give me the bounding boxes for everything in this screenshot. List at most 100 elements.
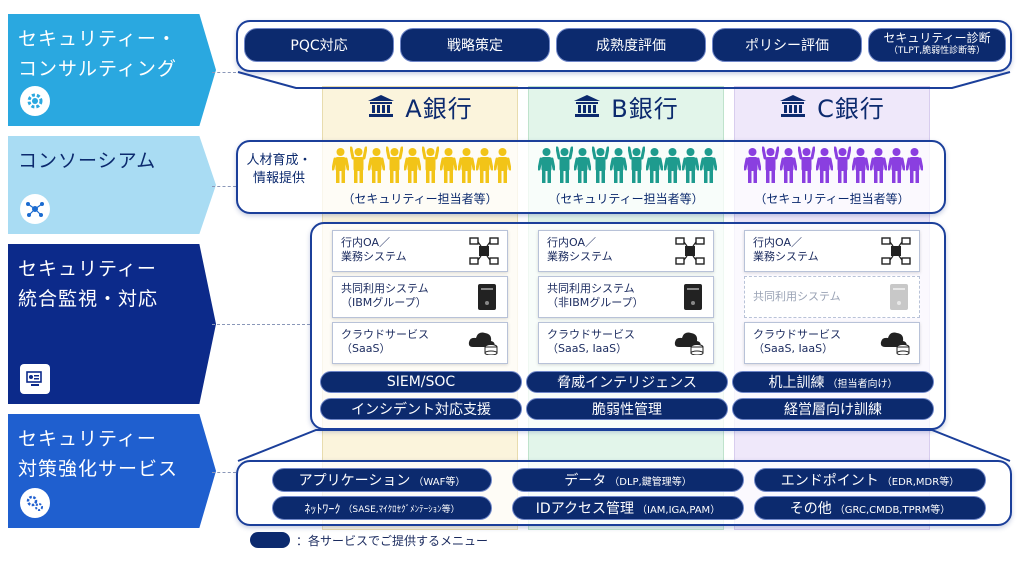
system-box-shared-unused: 共同利用システム	[744, 276, 920, 318]
network-computer-icon	[469, 237, 499, 265]
person-icon	[906, 148, 923, 183]
person-icon	[816, 148, 833, 183]
network-computer-icon	[881, 237, 911, 265]
person-icon	[700, 148, 717, 183]
monitoring-pill-tabletop[interactable]: 机上訓練（担当者向け）	[732, 371, 934, 393]
legend-pill-swatch	[250, 532, 290, 548]
monitoring-pill-vuln-mgmt[interactable]: 脆弱性管理	[526, 398, 728, 420]
network-computer-icon	[675, 237, 705, 265]
person-icon	[538, 148, 555, 183]
monitor-user-icon	[20, 364, 50, 394]
consulting-pill-policy[interactable]: ポリシー評価	[712, 28, 862, 62]
person-icon	[574, 148, 591, 183]
bank-building-icon	[574, 95, 601, 117]
gears-icon	[20, 488, 50, 518]
section-label-line: セキュリティー	[18, 428, 157, 450]
legend-text: ：各サービスでご提供するメニュー	[296, 534, 489, 548]
people-caption-b: （セキュリティー担当者等）	[548, 192, 704, 206]
person-icon	[870, 148, 887, 183]
section-label-line: コンサルティング	[18, 58, 177, 80]
section-label-line: セキュリティー・	[18, 28, 177, 50]
monitoring-pill-exec-training[interactable]: 経営層向け訓練	[732, 398, 934, 420]
connector-line	[212, 324, 310, 325]
server-icon	[684, 284, 702, 310]
bank-name: C銀行	[817, 94, 885, 123]
down-arrow-shape	[237, 71, 1011, 89]
services-pill-other[interactable]: その他（GRC,CMDB,TPRM等）	[754, 496, 986, 520]
services-pill-endpoint[interactable]: エンドポイント（EDR,MDR等）	[754, 468, 986, 492]
person-icon	[386, 146, 403, 183]
connector-line	[212, 72, 236, 73]
consulting-pill-diagnosis[interactable]: セキュリティー診断 （TLPT,脆弱性診断等）	[868, 28, 1006, 62]
person-icon	[592, 146, 609, 183]
people-group-a	[332, 146, 511, 184]
consulting-pill-maturity[interactable]: 成熟度評価	[556, 28, 706, 62]
server-icon	[478, 284, 496, 310]
up-arrow-shape	[237, 429, 1011, 462]
section-label-services: セキュリティー 対策強化サービス	[8, 414, 216, 528]
system-box-office: 行内OA／業務システム	[332, 230, 508, 272]
monitoring-pill-incident[interactable]: インシデント対応支援	[320, 398, 522, 420]
person-icon	[610, 148, 627, 183]
section-label-monitoring: セキュリティー 統合監視・対応	[8, 244, 216, 404]
system-box-cloud: クラウドサービス（SaaS, IaaS）	[744, 322, 920, 364]
network-nodes-icon	[20, 194, 50, 224]
system-box-shared: 共同利用システム（IBMグループ）	[332, 276, 508, 318]
server-icon	[890, 284, 908, 310]
consulting-pill-pqc[interactable]: PQC対応	[244, 28, 394, 62]
bank-header-a: A銀行	[322, 86, 518, 126]
connector-line	[212, 472, 236, 473]
person-icon	[332, 148, 349, 183]
section-label-line: コンソーシアム	[18, 150, 157, 172]
system-box-cloud: クラウドサービス（SaaS）	[332, 322, 508, 364]
section-label-consortium: コンソーシアム	[8, 136, 216, 234]
connector-line	[212, 186, 236, 187]
bank-building-icon	[780, 95, 807, 117]
system-box-shared: 共同利用システム（非IBMグループ）	[538, 276, 714, 318]
monitoring-pill-siem-soc[interactable]: SIEM/SOC	[320, 371, 522, 393]
gear-cog-icon	[20, 86, 50, 116]
person-icon	[798, 146, 815, 183]
system-box-office: 行内OA／業務システム	[538, 230, 714, 272]
services-pill-application[interactable]: アプリケーション（WAF等）	[272, 468, 492, 492]
people-group-c	[744, 146, 923, 184]
person-icon	[646, 148, 663, 183]
services-pill-id-access[interactable]: IDアクセス管理（IAM,IGA,PAM）	[512, 496, 744, 520]
services-pill-network[interactable]: ﾈｯﾄﾜｰｸ（SASE,ﾏｲｸﾛｾｸﾞﾒﾝﾃｰｼｮﾝ等）	[272, 496, 492, 520]
person-icon	[404, 148, 421, 183]
bank-header-c: C銀行	[734, 86, 930, 126]
system-box-cloud: クラウドサービス（SaaS, IaaS）	[538, 322, 714, 364]
person-icon	[664, 148, 681, 183]
person-icon	[852, 148, 869, 183]
people-caption-c: （セキュリティー担当者等）	[754, 192, 910, 206]
bank-name: A銀行	[405, 94, 473, 123]
person-icon	[834, 146, 851, 183]
system-box-office: 行内OA／業務システム	[744, 230, 920, 272]
bank-header-b: B銀行	[528, 86, 724, 126]
person-icon	[744, 148, 761, 183]
person-icon	[440, 148, 457, 183]
section-label-line: 対策強化サービス	[18, 458, 179, 480]
person-icon	[628, 146, 645, 183]
section-label-line: 統合監視・対応	[18, 288, 159, 310]
section-label-consulting: セキュリティー・ コンサルティング	[8, 14, 216, 126]
people-group-b	[538, 146, 717, 184]
cloud-database-icon	[674, 332, 704, 355]
person-icon	[494, 148, 511, 183]
person-icon	[368, 148, 385, 183]
services-pill-data[interactable]: データ（DLP,鍵管理等）	[512, 468, 744, 492]
cloud-database-icon	[468, 332, 498, 355]
consulting-pill-strategy[interactable]: 戦略策定	[400, 28, 550, 62]
bank-building-icon	[368, 95, 395, 117]
consortium-label: 人材育成・ 情報提供	[246, 153, 312, 186]
section-label-line: セキュリティー	[18, 258, 157, 280]
person-icon	[422, 146, 439, 183]
person-icon	[888, 148, 905, 183]
person-icon	[350, 146, 367, 183]
bank-name: B銀行	[611, 94, 679, 123]
monitoring-pill-threat-intel[interactable]: 脅威インテリジェンス	[526, 371, 728, 393]
person-icon	[780, 148, 797, 183]
person-icon	[762, 146, 779, 183]
people-caption-a: （セキュリティー担当者等）	[342, 192, 498, 206]
person-icon	[476, 148, 493, 183]
